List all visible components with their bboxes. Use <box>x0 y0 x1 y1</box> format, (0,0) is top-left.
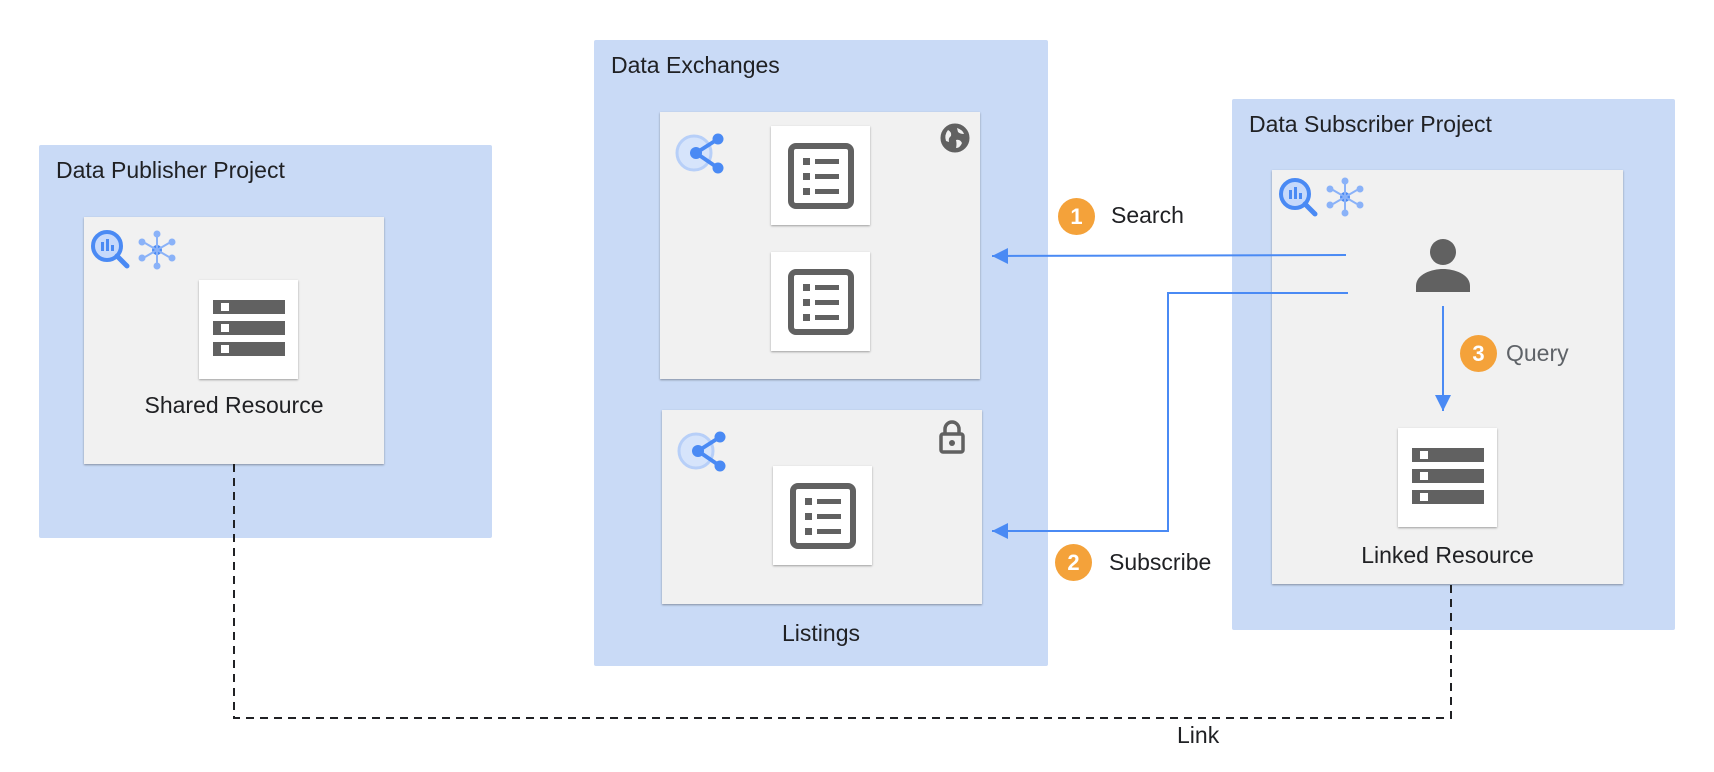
shared-resource-card[interactable]: Shared Resource <box>84 217 384 464</box>
publisher-project-title: Data Publisher Project <box>56 157 285 183</box>
link-line <box>233 464 1452 719</box>
lock-icon <box>939 420 965 454</box>
step-3-label: Query <box>1506 340 1569 366</box>
listing-tile-3[interactable] <box>773 466 872 565</box>
sharing-icon <box>675 133 724 174</box>
analytics-hub-icon <box>138 230 176 270</box>
step-3-badge: 3 <box>1460 335 1497 372</box>
sharing-icon <box>677 431 726 472</box>
bigquery-icon <box>1279 178 1318 217</box>
listing-icon <box>788 269 854 335</box>
dataset-icon <box>1412 448 1484 504</box>
subscriber-project-title: Data Subscriber Project <box>1249 111 1492 137</box>
step-2-badge: 2 <box>1055 544 1092 581</box>
listings-label: Listings <box>782 620 860 646</box>
listing-icon <box>790 483 856 549</box>
linked-resource-label: Linked Resource <box>1361 542 1534 568</box>
listing-tile-2[interactable] <box>771 252 870 351</box>
subscriber-card: Linked Resource <box>1272 170 1623 584</box>
analytics-hub-icon <box>1326 177 1364 217</box>
search-arrow <box>991 247 1347 264</box>
shared-resource-tile[interactable] <box>199 280 298 379</box>
listing-icon <box>788 143 854 209</box>
private-exchange-card[interactable] <box>662 410 982 604</box>
data-exchanges-title: Data Exchanges <box>611 52 780 78</box>
linked-resource-tile[interactable] <box>1398 428 1497 527</box>
user-icon <box>1416 239 1470 292</box>
step-2-label: Subscribe <box>1109 549 1212 575</box>
step-1-badge: 1 <box>1058 198 1095 235</box>
link-label: Link <box>1177 722 1220 748</box>
listing-tile-1[interactable] <box>771 126 870 225</box>
shared-resource-label: Shared Resource <box>144 392 324 418</box>
dataset-icon <box>213 300 285 356</box>
globe-icon <box>940 123 970 153</box>
step-1-label: Search <box>1111 202 1184 228</box>
subscribe-arrow <box>992 292 1348 539</box>
public-exchange-card[interactable] <box>660 112 980 379</box>
bigquery-icon <box>91 230 130 269</box>
